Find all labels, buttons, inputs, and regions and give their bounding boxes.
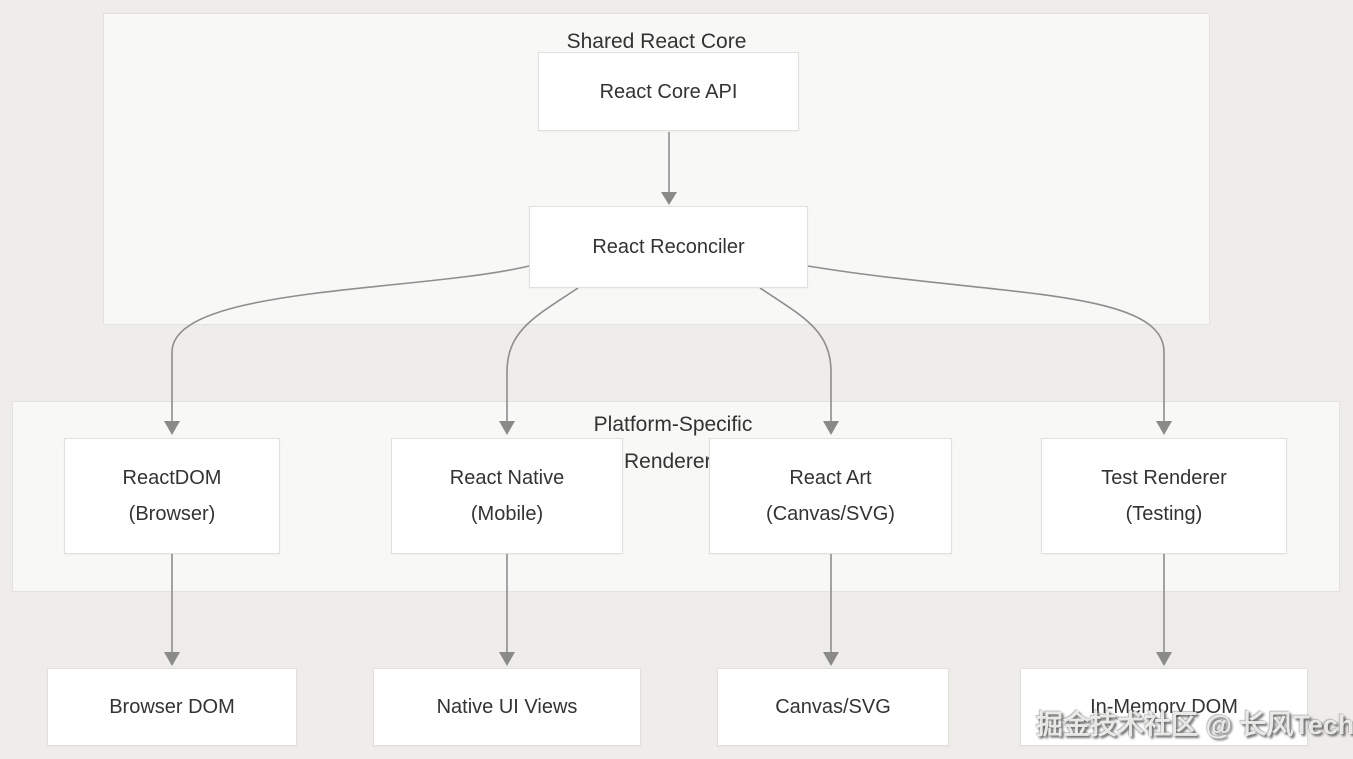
node-browser-dom: Browser DOM [47, 668, 297, 746]
node-label-line-1: React Art [789, 467, 872, 489]
node-label: Browser DOM [109, 696, 235, 718]
node-reactdom-browser: ReactDOM (Browser) [64, 438, 280, 554]
arrowhead-testrenderer-inmemorydom [1156, 652, 1172, 666]
arrowhead-reactart-canvassvg [823, 652, 839, 666]
node-label-line-2: (Mobile) [470, 503, 544, 525]
node-label-line-1: Test Renderer [1101, 467, 1227, 489]
node-in-memory-dom: In-Memory DOM [1020, 668, 1308, 746]
node-label: Canvas/SVG [775, 696, 891, 718]
group-title-shared-react-core: Shared React Core [566, 30, 747, 53]
node-react-art-canvas-svg: React Art (Canvas/SVG) [709, 438, 952, 554]
group-title-platform-specific-renderers: Platform-Specific Renderers [563, 406, 783, 480]
node-label-line-2: (Browser) [128, 503, 216, 525]
node-label: React Core API [599, 80, 738, 103]
node-test-renderer-testing: Test Renderer (Testing) [1041, 438, 1287, 554]
group-title-line-2: Renderers [623, 450, 723, 473]
node-label: In-Memory DOM [1090, 696, 1238, 718]
node-canvas-svg: Canvas/SVG [717, 668, 949, 746]
watermark-text: 掘金技术社区 @ 长风Tech [1036, 710, 1353, 740]
node-react-core-api: React Core API [538, 52, 799, 131]
node-label-line-2: (Canvas/SVG) [766, 503, 895, 525]
node-react-native-mobile: React Native (Mobile) [391, 438, 623, 554]
node-label-line-2: (Testing) [1125, 503, 1203, 525]
group-title-line-1: Platform-Specific [593, 413, 753, 436]
arrowhead-reactdom-browserdom [164, 652, 180, 666]
node-react-reconciler: React Reconciler [529, 206, 808, 288]
node-label: Native UI Views [436, 696, 578, 718]
arrowhead-reactnative-nativeui [499, 652, 515, 666]
node-label-line-1: React Native [449, 467, 565, 489]
node-label: React Reconciler [592, 236, 745, 258]
node-native-ui-views: Native UI Views [373, 668, 641, 746]
node-label-line-1: ReactDOM [122, 467, 222, 489]
